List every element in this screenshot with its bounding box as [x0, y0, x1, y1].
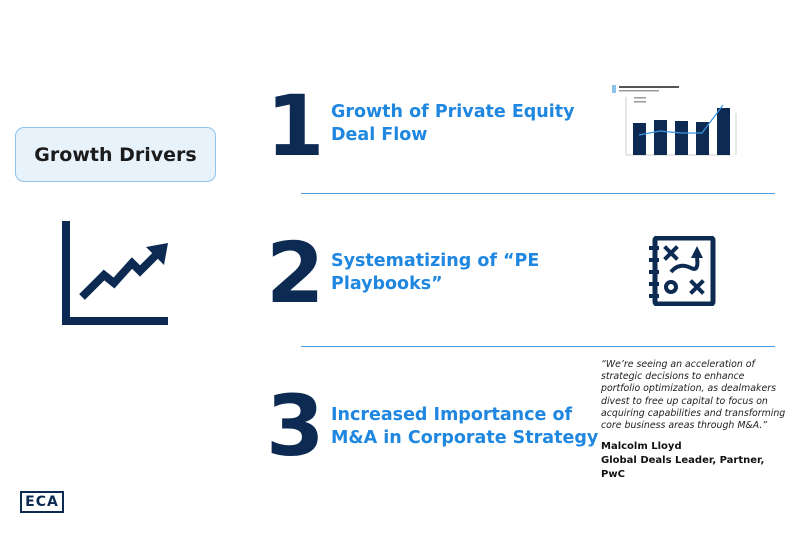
item-title-3: Increased Importance of M&A in Corporate…: [331, 405, 599, 448]
deal-flow-chart-thumbnail: [612, 85, 737, 156]
quote-author-title: Global Deals Leader, Partner, PwC: [601, 455, 765, 480]
item-number-1: 1: [266, 77, 325, 175]
divider-1: [301, 193, 775, 194]
growth-drivers-box: Growth Drivers: [15, 127, 216, 182]
item-title-1: Growth of Private Equity Deal Flow: [331, 102, 575, 145]
item-number-3: 3: [266, 377, 325, 475]
divider-2: [301, 346, 775, 347]
quote-text: “We’re seeing an acceleration of strateg…: [601, 359, 786, 432]
eca-logo: ECA: [20, 491, 64, 513]
logo-text: ECA: [25, 494, 59, 510]
growth-drivers-label: Growth Drivers: [34, 143, 197, 166]
quote-author: Malcolm Lloyd Global Deals Leader, Partn…: [601, 440, 791, 482]
quote-author-name: Malcolm Lloyd: [601, 441, 682, 452]
playbook-strategy-icon: [649, 236, 716, 306]
item-number-2: 2: [266, 224, 325, 322]
line-chart-icon: [62, 221, 168, 325]
item-title-2: Systematizing of “PE Playbooks”: [331, 251, 540, 294]
